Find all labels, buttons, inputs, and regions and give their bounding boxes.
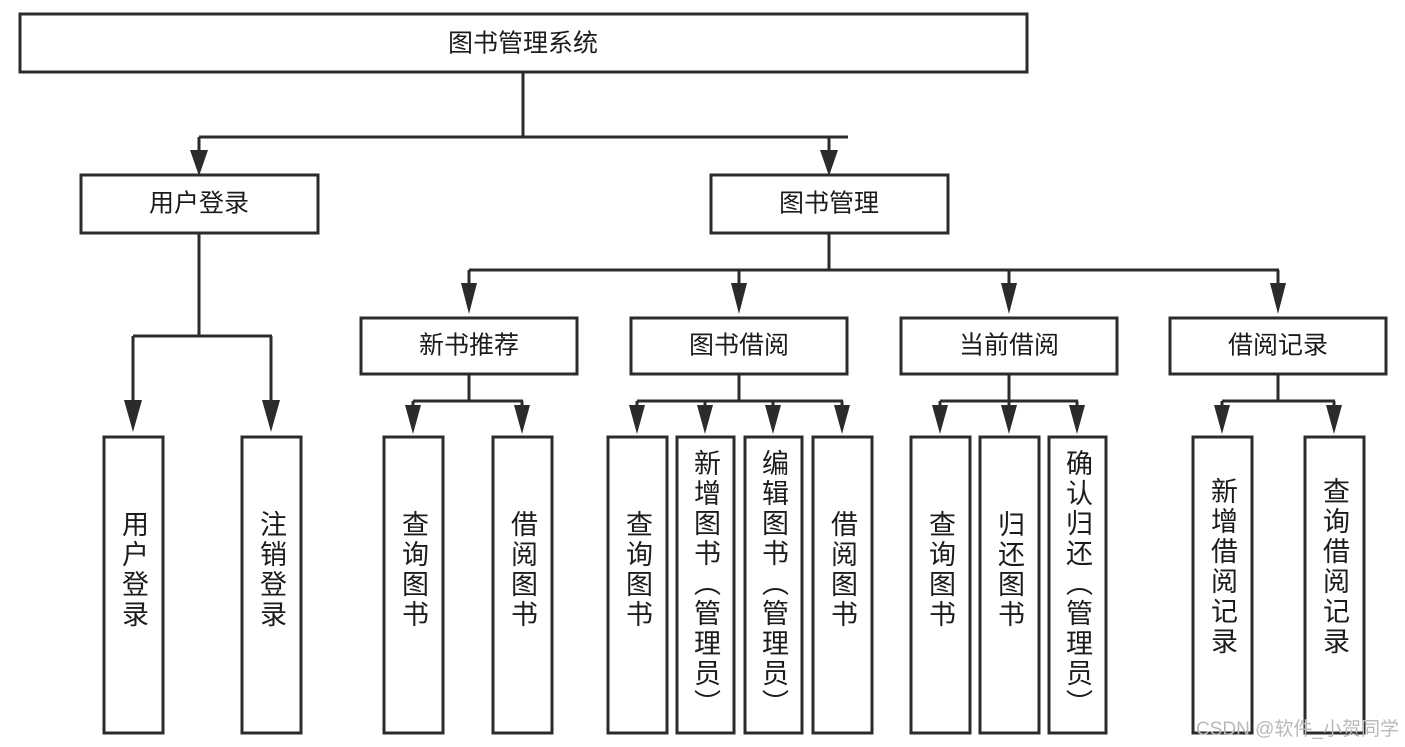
node-current-borrow[interactable]: 当前借阅 xyxy=(899,316,1119,376)
arrow-head-br-leaf2 xyxy=(1326,405,1342,434)
node-root[interactable]: 图书管理系统 xyxy=(18,12,1029,74)
node-leaf-add-book-label: 新增图书（管理员） xyxy=(690,449,721,719)
arrow-head-leaf-user-logout xyxy=(262,400,280,432)
arrow-head-leaf-user-login xyxy=(124,400,142,432)
arrow-head-bb-leaf2 xyxy=(697,405,713,434)
arrow-head-user-login xyxy=(190,150,208,176)
node-leaf-query-book-3[interactable]: 查询图书 xyxy=(909,435,972,735)
node-leaf-borrow-book-2-box[interactable] xyxy=(811,435,874,735)
node-leaf-add-record-label: 新增借阅记录 xyxy=(1207,477,1238,657)
node-user-login-box[interactable] xyxy=(79,173,320,235)
node-leaf-confirm-return-box[interactable] xyxy=(1047,435,1108,735)
node-leaf-query-book-2-box[interactable] xyxy=(606,435,669,735)
node-leaf-user-logout-label: 注销登录 xyxy=(256,510,287,630)
arrow-head-book-borrow xyxy=(731,283,747,314)
node-leaf-user-logout-box[interactable] xyxy=(240,435,303,735)
arrow-head-bb-leaf1 xyxy=(629,405,645,434)
node-leaf-query-book-1[interactable]: 查询图书 xyxy=(382,435,445,735)
node-leaf-query-book-1-box[interactable] xyxy=(382,435,445,735)
connector-layer xyxy=(124,72,1342,434)
node-book-management[interactable]: 图书管理 xyxy=(709,173,950,235)
node-book-borrow[interactable]: 图书借阅 xyxy=(629,316,849,376)
arrow-head-br-leaf1 xyxy=(1214,405,1230,434)
node-book-borrow-label: 图书借阅 xyxy=(689,332,789,360)
arrow-head-cb-leaf1 xyxy=(932,405,948,434)
node-leaf-confirm-return-label: 确认归还（管理员） xyxy=(1062,449,1093,719)
arrow-head-borrow-record xyxy=(1270,283,1286,314)
node-leaf-return-book[interactable]: 归还图书 xyxy=(978,435,1041,735)
node-book-management-label: 图书管理 xyxy=(779,190,879,218)
node-new-book-recommend-label: 新书推荐 xyxy=(419,332,519,360)
csdn-watermark: CSDN @软件_小贺同学 xyxy=(1196,718,1399,740)
node-root-box[interactable] xyxy=(18,12,1029,74)
arrow-head-nbr-leaf2 xyxy=(514,405,530,434)
node-leaf-add-record-box[interactable] xyxy=(1191,435,1254,735)
node-leaf-query-book-3-label: 查询图书 xyxy=(925,510,956,630)
node-new-book-recommend[interactable]: 新书推荐 xyxy=(359,316,579,376)
node-leaf-user-login[interactable]: 用户登录 xyxy=(102,435,165,735)
node-leaf-query-book-3-box[interactable] xyxy=(909,435,972,735)
arrow-head-current-borrow xyxy=(1001,283,1017,314)
node-leaf-user-login-box[interactable] xyxy=(102,435,165,735)
node-book-management-box[interactable] xyxy=(709,173,950,235)
node-root-label: 图书管理系统 xyxy=(448,30,598,58)
node-leaf-borrow-book-1[interactable]: 借阅图书 xyxy=(491,435,554,735)
node-leaf-query-book-2[interactable]: 查询图书 xyxy=(606,435,669,735)
node-user-login[interactable]: 用户登录 xyxy=(79,173,320,235)
node-leaf-user-logout[interactable]: 注销登录 xyxy=(240,435,303,735)
node-leaf-query-record[interactable]: 查询借阅记录 xyxy=(1303,435,1366,735)
node-leaf-query-record-box[interactable] xyxy=(1303,435,1366,735)
node-leaf-edit-book-label: 编辑图书（管理员） xyxy=(758,449,789,719)
node-leaf-add-book-box[interactable] xyxy=(675,435,736,735)
node-borrow-record[interactable]: 借阅记录 xyxy=(1168,316,1388,376)
arrow-head-bb-leaf4 xyxy=(834,405,850,434)
node-leaf-add-book[interactable]: 新增图书（管理员） xyxy=(675,435,736,735)
node-leaf-query-record-label: 查询借阅记录 xyxy=(1319,477,1350,657)
node-leaf-query-book-2-label: 查询图书 xyxy=(622,510,653,630)
node-current-borrow-box[interactable] xyxy=(899,316,1119,376)
arrow-head-cb-leaf2 xyxy=(1001,405,1017,434)
arrow-head-book-management xyxy=(820,150,838,176)
node-leaf-edit-book[interactable]: 编辑图书（管理员） xyxy=(743,435,804,735)
node-leaf-edit-book-box[interactable] xyxy=(743,435,804,735)
node-leaf-return-book-box[interactable] xyxy=(978,435,1041,735)
node-user-login-label: 用户登录 xyxy=(149,190,249,218)
arrow-head-bb-leaf3 xyxy=(765,405,781,434)
node-leaf-query-book-1-label: 查询图书 xyxy=(398,510,429,630)
node-new-book-recommend-box[interactable] xyxy=(359,316,579,376)
node-leaf-confirm-return[interactable]: 确认归还（管理员） xyxy=(1047,435,1108,735)
node-current-borrow-label: 当前借阅 xyxy=(959,332,1059,360)
node-book-borrow-box[interactable] xyxy=(629,316,849,376)
node-leaf-return-book-label: 归还图书 xyxy=(994,510,1025,630)
node-leaf-user-login-label: 用户登录 xyxy=(118,510,149,630)
arrow-head-new-book-recommend xyxy=(461,283,477,314)
node-leaf-borrow-book-2[interactable]: 借阅图书 xyxy=(811,435,874,735)
node-leaf-borrow-book-1-box[interactable] xyxy=(491,435,554,735)
arrow-head-nbr-leaf1 xyxy=(405,405,421,434)
node-leaf-borrow-book-1-label: 借阅图书 xyxy=(507,510,538,630)
node-leaf-borrow-book-2-label: 借阅图书 xyxy=(827,510,858,630)
node-leaf-add-record[interactable]: 新增借阅记录 xyxy=(1191,435,1254,735)
arrow-head-cb-leaf3 xyxy=(1069,405,1085,434)
node-borrow-record-label: 借阅记录 xyxy=(1228,332,1328,360)
node-borrow-record-box[interactable] xyxy=(1168,316,1388,376)
